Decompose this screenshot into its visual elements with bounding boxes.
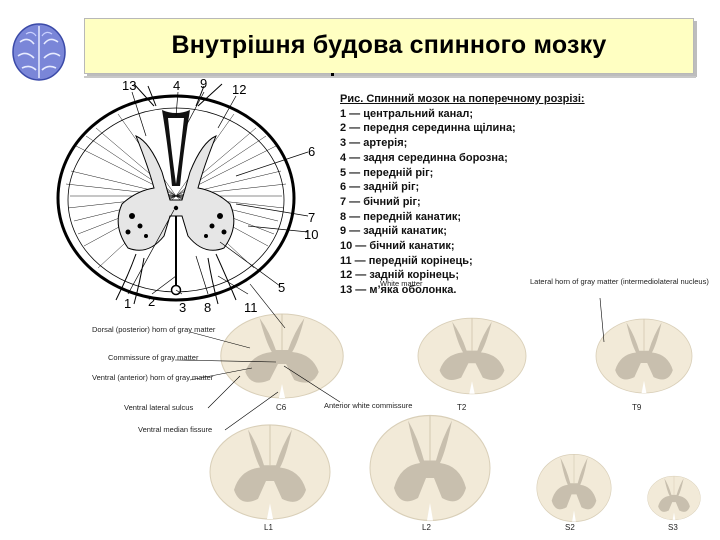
section-label-l1: L1 [264,523,273,532]
label-dorsal-horn: Dorsal (posterior) horn of gray matter [92,325,216,334]
label-white-matter: White matter [380,279,423,288]
fig-number-9: 9 [200,76,207,91]
fig-number-2: 2 [148,294,155,309]
fig-number-7: 7 [308,210,315,225]
legend-item: 6 — задній ріг; [340,181,420,194]
legend-item: 1 — центральний канал; [340,107,473,120]
legend-item: 9 — задній канатик; [340,225,447,238]
spinal-cord-cross-section-figure: 13 4 9 12 6 7 10 5 1 2 3 8 11 [56,76,318,315]
legend-item: 13 — м’яка оболонка. [340,284,457,297]
label-ventral-sulcus: Ventral lateral sulcus [124,403,193,412]
fig-number-6: 6 [308,144,315,159]
fig-number-13: 13 [122,78,136,93]
legend-item: 12 — задній корінець; [340,269,460,282]
label-commissure: Commissure of gray matter [108,353,199,362]
fig-number-12: 12 [232,82,246,97]
brain-logo-icon [12,23,66,81]
title-underline [84,76,696,78]
section-label-s2: S2 [565,523,575,532]
legend-item: 10 — бічний канатик; [340,240,455,253]
legend-item: 4 — задня серединна борозна; [340,151,508,164]
label-ventral-fissure: Ventral median fissure [138,425,212,434]
fig-number-4: 4 [173,78,180,93]
fig-number-1: 1 [124,296,131,311]
section-label-t2: T2 [457,403,467,412]
legend-item: 2 — передня серединна щілина; [340,122,516,135]
section-label-l2: L2 [422,523,431,532]
section-label-c6: C6 [276,403,287,412]
figure-legend: Рис. Спинний мозок на поперечному розріз… [340,92,640,298]
slide-title: Внутрішня будова спинного мозку [171,31,607,59]
fig-number-5: 5 [278,280,285,295]
section-label-s3: S3 [668,523,678,532]
fig-number-10: 10 [304,227,318,242]
legend-item: 11 — передній корінець; [340,254,473,267]
section-label-t9: T9 [632,403,642,412]
legend-item: 5 — передній ріг; [340,166,434,179]
label-ventral-horn: Ventral (anterior) horn of gray matter [92,373,214,382]
marker-dot [331,73,334,76]
legend-item: 3 — артерія; [340,137,408,150]
title-box: Внутрішня будова спинного мозку [84,18,694,74]
label-lateral-horn: Lateral horn of gray matter (intermediol… [530,277,709,286]
legend-caption: Рис. Спинний мозок на поперечному розріз… [340,93,585,105]
legend-item: 7 — бічний ріг; [340,195,421,208]
fig-number-8: 8 [204,300,211,315]
fig-number-3: 3 [179,300,186,315]
fig-number-11: 11 [244,300,258,315]
legend-item: 8 — передній канатик; [340,210,462,223]
spinal-sections-figure: White matter Lateral horn of gray matter… [92,277,709,532]
label-anterior-commissure: Anterior white commissure [324,401,412,410]
